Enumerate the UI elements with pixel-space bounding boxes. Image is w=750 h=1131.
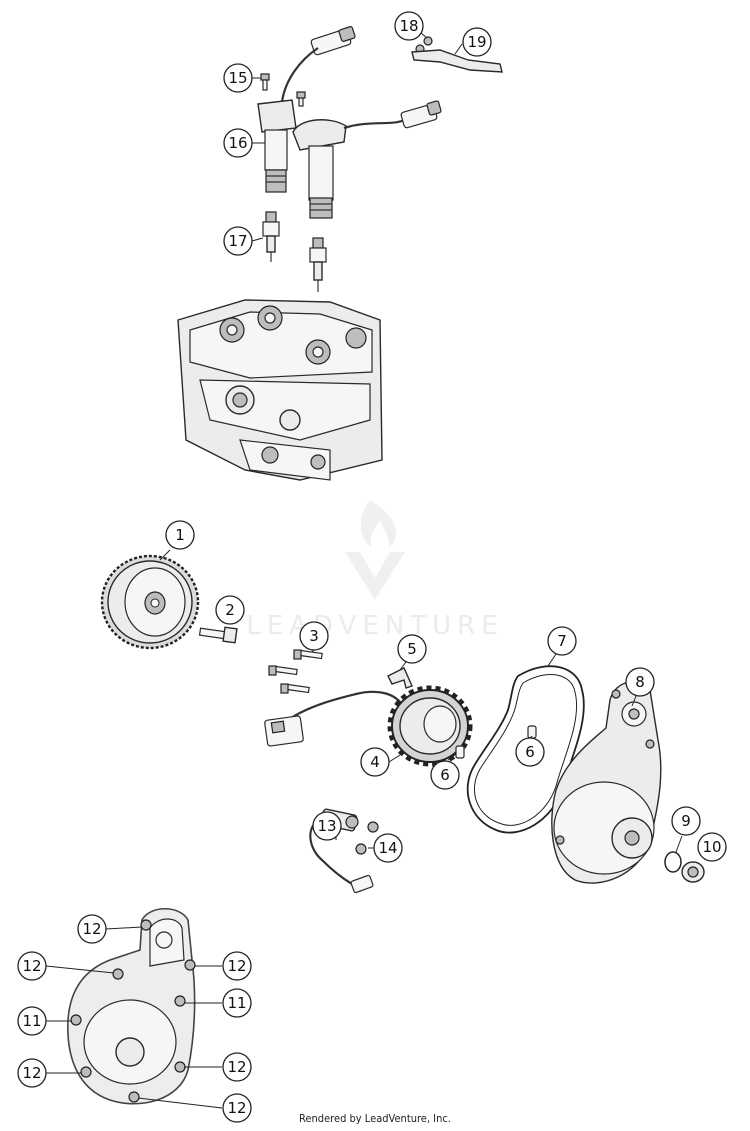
svg-text:11: 11: [22, 1012, 41, 1030]
svg-text:19: 19: [467, 33, 486, 51]
bolt-2-part: [198, 626, 238, 644]
ignition-cover-bottom: [67, 907, 196, 1105]
callout-2: 2: [215, 595, 245, 625]
svg-text:6: 6: [525, 743, 535, 761]
svg-text:10: 10: [702, 838, 721, 856]
footer-credit: Rendered by LeadVenture, Inc.: [299, 1112, 451, 1125]
sensor-wire: [309, 819, 353, 885]
svg-text:8: 8: [635, 673, 645, 691]
callout-16: 16: [223, 128, 253, 158]
svg-text:9: 9: [681, 812, 691, 830]
callout-17: 17: [223, 226, 253, 256]
gasket-7-part: [466, 665, 585, 834]
spark-plug-right: [309, 237, 327, 292]
callout-12-f: 12: [222, 1093, 252, 1123]
svg-text:17: 17: [228, 232, 247, 250]
callout-12-e: 12: [17, 1058, 47, 1088]
svg-text:16: 16: [228, 134, 247, 152]
leadventure-watermark-logo: LEADVENTURE: [246, 500, 503, 641]
svg-text:12: 12: [227, 957, 246, 975]
callout-9: 9: [671, 806, 701, 836]
screws-3-part: [268, 649, 323, 694]
svg-text:12: 12: [82, 920, 101, 938]
svg-text:6: 6: [440, 766, 450, 784]
coil-connector-right: [400, 100, 442, 129]
callout-1: 1: [165, 520, 195, 550]
bracket-19-part: [411, 49, 503, 73]
svg-text:14: 14: [378, 839, 397, 857]
callout-11-a: 11: [222, 988, 252, 1018]
bolt-15b-part: [296, 91, 306, 107]
svg-text:13: 13: [317, 817, 336, 835]
callout-13: 13: [312, 811, 342, 841]
svg-text:12: 12: [227, 1058, 246, 1076]
callout-3: 3: [299, 621, 329, 651]
rotor-flywheel: [100, 554, 200, 650]
ignition-coil-left: [257, 99, 297, 193]
svg-text:12: 12: [22, 957, 41, 975]
callout-4: 4: [360, 747, 390, 777]
gasket-7-inner: [473, 674, 578, 826]
coil-wire-left: [280, 47, 319, 103]
callout-19: 19: [462, 27, 492, 57]
callout-12-d: 12: [222, 1052, 252, 1082]
engine-cylinder-head: [177, 299, 383, 481]
callout-8: 8: [625, 667, 655, 697]
svg-text:3: 3: [309, 627, 319, 645]
callout-6-lower: 6: [430, 760, 460, 790]
svg-text:18: 18: [399, 17, 418, 35]
ignition-coil-right: [292, 119, 347, 219]
generator-cover-8-part: [551, 681, 662, 884]
svg-text:12: 12: [227, 1099, 246, 1117]
stator-wire: [287, 690, 405, 721]
seal-ring-9-part: [664, 851, 682, 873]
screws-14-part: [355, 821, 379, 855]
callout-6-upper: 6: [515, 737, 545, 767]
svg-text:7: 7: [557, 632, 567, 650]
spark-plug-left: [262, 211, 280, 262]
stator-4-part: [387, 685, 473, 767]
stator-connector: [264, 715, 304, 747]
plug-10-part: [681, 861, 705, 883]
callout-18: 18: [394, 11, 424, 41]
callout-5: 5: [397, 634, 427, 664]
bolt-15-part: [260, 73, 270, 91]
dowel-6b-part: [455, 745, 465, 759]
callout-12-c: 12: [222, 951, 252, 981]
svg-text:4: 4: [370, 753, 380, 771]
watermark-text: LEADVENTURE: [246, 611, 503, 641]
clip-5-part: [387, 667, 413, 689]
svg-text:2: 2: [225, 601, 235, 619]
leader-lines: [45, 31, 683, 1109]
callout-10: 10: [697, 832, 727, 862]
svg-text:15: 15: [228, 69, 247, 87]
callout-11-b: 11: [17, 1006, 47, 1036]
svg-text:5: 5: [407, 640, 417, 658]
sensor-plug-part: [350, 874, 374, 894]
callout-12-a: 12: [77, 914, 107, 944]
callout-14: 14: [373, 833, 403, 863]
coil-wire-right: [343, 118, 406, 130]
callout-12-b: 12: [17, 951, 47, 981]
callout-7: 7: [547, 626, 577, 656]
svg-text:11: 11: [227, 994, 246, 1012]
coil-connector-top: [310, 26, 356, 56]
callout-15: 15: [223, 63, 253, 93]
svg-text:12: 12: [22, 1064, 41, 1082]
svg-text:1: 1: [175, 526, 185, 544]
